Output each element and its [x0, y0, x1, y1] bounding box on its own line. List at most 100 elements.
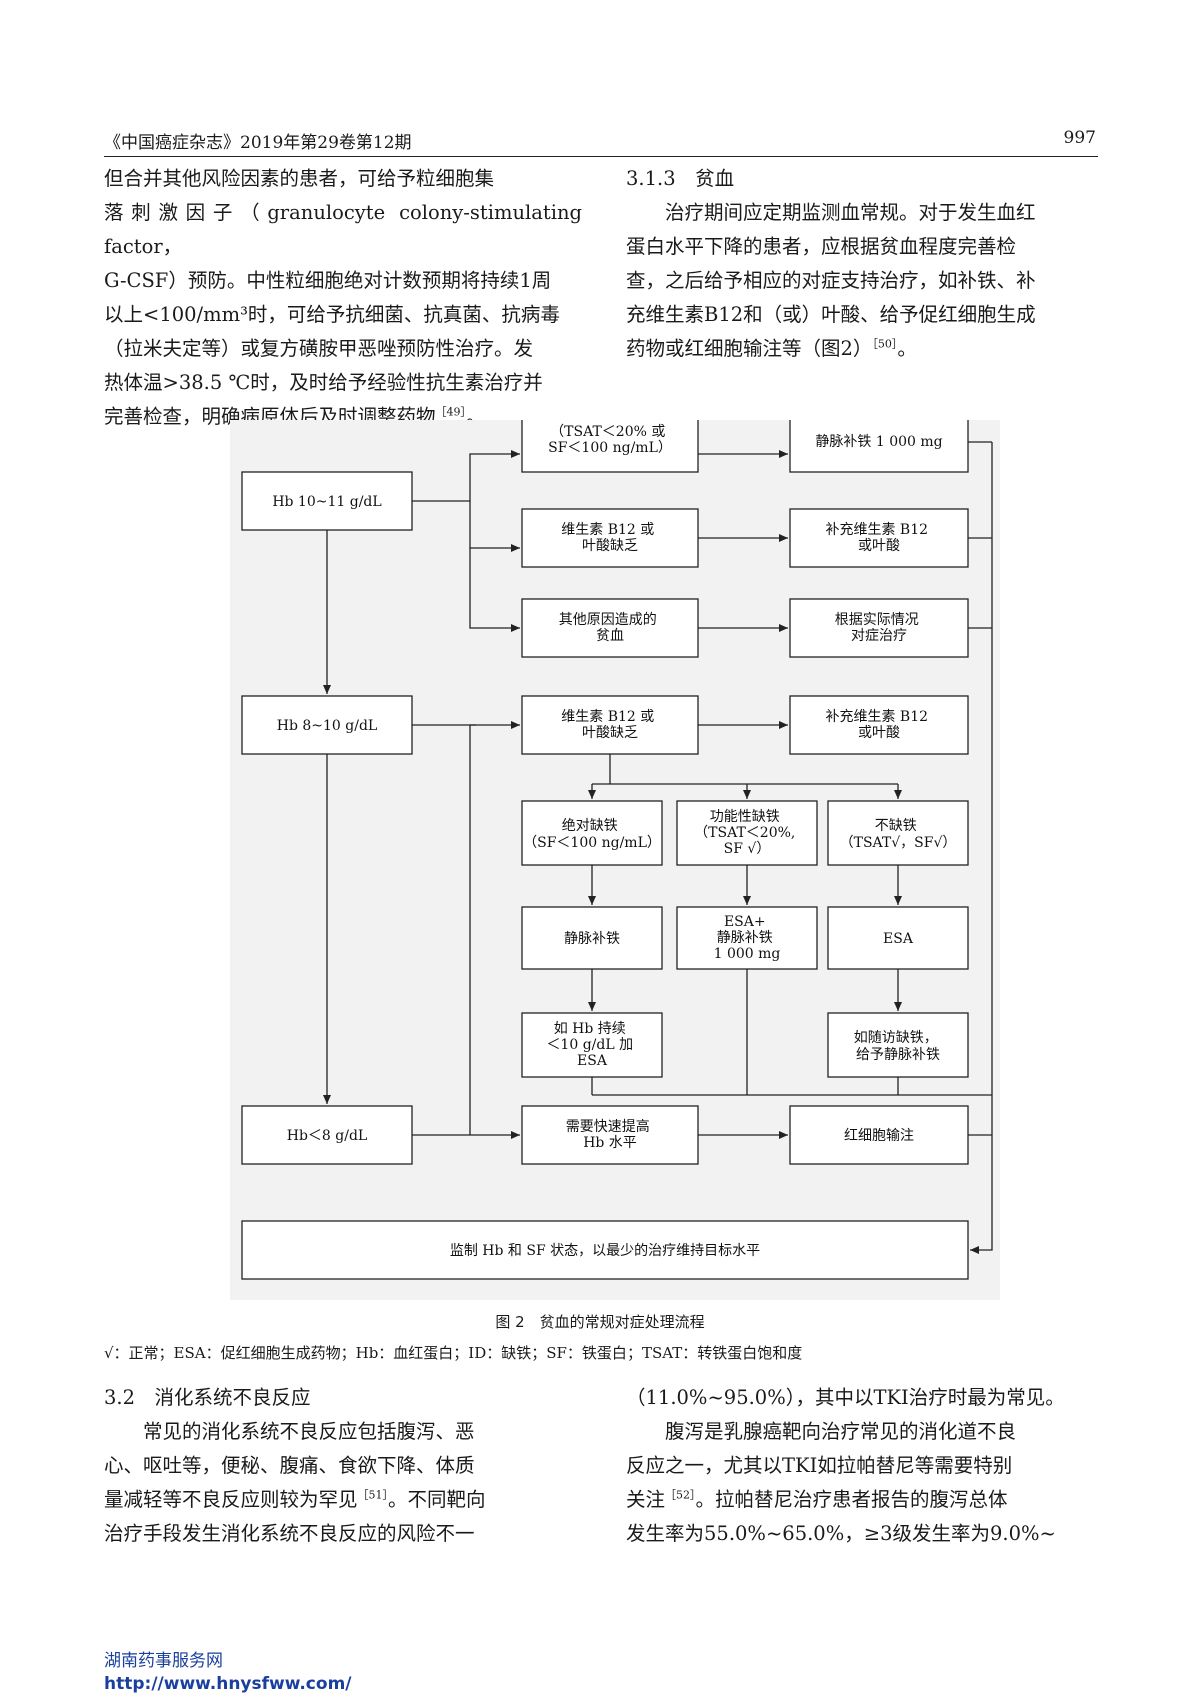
node-hb10: Hb 10~11 g/dL	[272, 494, 381, 510]
box-iv1000	[789, 420, 969, 473]
node-line: 其他原因造成的	[559, 612, 657, 628]
box-hblt8	[241, 1105, 413, 1165]
footer-watermark: 湖南药事服务网 http://www.hnysfww.com/	[104, 1650, 352, 1696]
node-b12a: 维生素 B12 或 叶酸缺乏	[561, 522, 658, 554]
node-line: 如 Hb 持续	[554, 1020, 626, 1037]
node-line: 叶酸缺乏	[582, 725, 638, 741]
box-persist	[521, 1012, 663, 1078]
text-span: 。拉帕替尼治疗患者报告的腹泻总体	[695, 1488, 1008, 1511]
node-hb8: Hb 8~10 g/dL	[277, 718, 377, 734]
text-line: （拉米夫定等）或复方磺胺甲恶唑预防性治疗。发	[104, 337, 534, 360]
node-line: Hb 水平	[583, 1135, 637, 1151]
citation-ref: ［49］	[435, 405, 467, 419]
text-line: 查，之后给予相应的对症支持治疗，如补铁、补	[626, 269, 1036, 292]
node-rbc: 红细胞输注	[844, 1128, 914, 1144]
node-id: ID （TSAT＜20% 或 SF＜100 ng/mL）	[548, 420, 672, 456]
node-line: （SF＜100 ng/mL）	[523, 835, 661, 851]
node-monitor: 监制 Hb 和 SF 状态，以最少的治疗维持目标水平	[450, 1243, 760, 1259]
text-line: G-CSF）预防。中性粒细胞绝对计数预期将持续1周	[104, 269, 552, 292]
box-hb10	[241, 471, 413, 531]
node-persist: 如 Hb 持续 ＜10 g/dL 加 ESA	[546, 1020, 637, 1069]
text-line: 治疗期间应定期监测血常规。对于发生血红	[665, 201, 1036, 224]
node-line: 叶酸缺乏	[582, 538, 638, 554]
box-iv	[521, 906, 663, 970]
node-line: 需要快速提高	[566, 1118, 650, 1135]
node-hblt8: Hb＜8 g/dL	[287, 1128, 367, 1144]
section-heading: 3.2 消化系统不良反应	[104, 1386, 311, 1409]
text-line: 关注［52］。拉帕替尼治疗患者报告的腹泻总体	[626, 1483, 1100, 1517]
citation-ref: ［52］	[665, 1488, 696, 1502]
text-line: 充维生素B12和（或）叶酸、给予促红细胞生成	[626, 303, 1036, 326]
text-line: 以上<100/mm³时，可给予抗细菌、抗真菌、抗病毒	[104, 303, 560, 326]
text-line: 但合并其他风险因素的患者，可给予粒细胞集	[104, 167, 495, 190]
node-line: 贫血	[596, 628, 624, 644]
box-esaiv	[676, 906, 818, 970]
node-b12b: 维生素 B12 或 叶酸缺乏	[561, 709, 658, 741]
text-line: 落刺激因子（granulocyte colony-stimulating fac…	[104, 201, 582, 258]
text-span: 。	[897, 337, 917, 360]
journal-title: 《中国癌症杂志》2019年第29卷第12期	[104, 133, 412, 153]
citation-ref: ［50］	[872, 337, 898, 351]
text-line: 治疗手段发生消化系统不良反应的风险不一	[104, 1522, 475, 1545]
node-iv: 静脉补铁	[564, 931, 620, 947]
section-heading: 3.1.3 贫血	[626, 167, 735, 190]
figure-note: √：正常；ESA：促红细胞生成药物；Hb：血红蛋白；ID：缺铁；SF：铁蛋白；T…	[104, 1344, 803, 1362]
node-line: 对症治疗	[851, 628, 907, 644]
citation-ref: ［51］	[357, 1488, 389, 1502]
left-bottom-text: 3.2 消化系统不良反应 常见的消化系统不良反应包括腹泻、恶 心、呕吐等，便秘、…	[104, 1381, 582, 1551]
node-line: 或叶酸	[858, 538, 900, 554]
footer-url-link[interactable]: http://www.hnysfww.com/	[104, 1674, 352, 1694]
text-line: 发生率为55.0%~65.0%，≥3级发生率为9.0%~	[626, 1522, 1056, 1545]
node-line: 1 000 mg	[714, 946, 781, 962]
node-line: SF √）	[724, 841, 771, 857]
text-line: 药物或红细胞输注等（图2）［50］。	[626, 332, 1100, 366]
figure-caption: 图 2 贫血的常规对症处理流程	[495, 1313, 705, 1331]
node-line: 或叶酸	[858, 725, 900, 741]
node-supb12b: 补充维生素 B12 或叶酸	[825, 709, 932, 741]
node-esaiv: ESA+ 静脉补铁 1 000 mg	[714, 914, 781, 962]
text-line: 蛋白水平下降的患者，应根据贫血程度完善检	[626, 235, 1017, 258]
node-symp: 根据实际情况 对症治疗	[835, 612, 923, 644]
right-top-text: 3.1.3 贫血 治疗期间应定期监测血常规。对于发生血红 蛋白水平下降的患者，应…	[626, 162, 1100, 366]
node-line: （TSAT＜20% 或	[550, 424, 665, 440]
box-nofe	[827, 800, 969, 866]
box-monitor	[241, 1220, 969, 1280]
box-follow	[827, 1012, 969, 1078]
node-line: 如随访缺铁，	[854, 1030, 938, 1046]
box-id	[521, 420, 699, 473]
node-line: 补充维生素 B12	[825, 522, 928, 538]
right-bottom-text: （11.0%~95.0%），其中以TKI治疗时最为常见。 腹泻是乳腺癌靶向治疗常…	[626, 1381, 1100, 1551]
text-span: 量减轻等不良反应则较为罕见	[104, 1488, 358, 1511]
node-other: 其他原因造成的 贫血	[559, 612, 661, 644]
text-span: 关注	[626, 1488, 666, 1511]
text-line: 量减轻等不良反应则较为罕见［51］。不同靶向	[104, 1483, 582, 1517]
node-line: SF＜100 ng/mL）	[548, 440, 672, 456]
text-line: 热体温>38.5 ℃时，及时给予经验性抗生素治疗并	[104, 371, 543, 394]
node-line: 不缺铁	[875, 818, 917, 834]
node-iv1000: 静脉补铁 1 000 mg	[815, 434, 942, 450]
box-hb8	[241, 695, 413, 755]
left-top-text: 但合并其他风险因素的患者，可给予粒细胞集 落刺激因子（granulocyte c…	[104, 162, 582, 434]
node-line: 补充维生素 B12	[825, 709, 928, 725]
node-line: ＜10 g/dL 加	[546, 1037, 633, 1053]
node-line: 功能性缺铁	[710, 809, 780, 825]
node-rapid: 需要快速提高 Hb 水平	[566, 1118, 654, 1151]
node-follow: 如随访缺铁， 给予静脉补铁	[854, 1030, 942, 1063]
box-other	[521, 598, 699, 658]
text-line: 心、呕吐等，便秘、腹痛、食欲下降、体质	[104, 1454, 475, 1477]
running-header: 《中国癌症杂志》2019年第29卷第12期 997	[104, 128, 1098, 157]
node-supb12a: 补充维生素 B12 或叶酸	[825, 522, 932, 554]
node-line: ESA	[577, 1053, 608, 1069]
footer-site-name: 湖南药事服务网	[104, 1651, 223, 1671]
text-line: 反应之一，尤其以TKI如拉帕替尼等需要特别	[626, 1454, 1013, 1477]
box-supb12a	[789, 508, 969, 568]
text-span: 。不同靶向	[388, 1488, 486, 1511]
node-line: 给予静脉补铁	[856, 1047, 940, 1063]
box-rapid	[521, 1105, 699, 1165]
node-line: （TSAT√，SF√）	[840, 835, 957, 851]
text-line: （11.0%~95.0%），其中以TKI治疗时最为常见。	[626, 1386, 1065, 1409]
flowchart-figure: Hb 10~11 g/dL Hb 8~10 g/dL Hb＜8 g/dL ID …	[230, 420, 1000, 1300]
node-line: ESA+	[724, 914, 766, 930]
node-line: 绝对缺铁	[562, 818, 618, 834]
box-b12b	[521, 695, 699, 755]
